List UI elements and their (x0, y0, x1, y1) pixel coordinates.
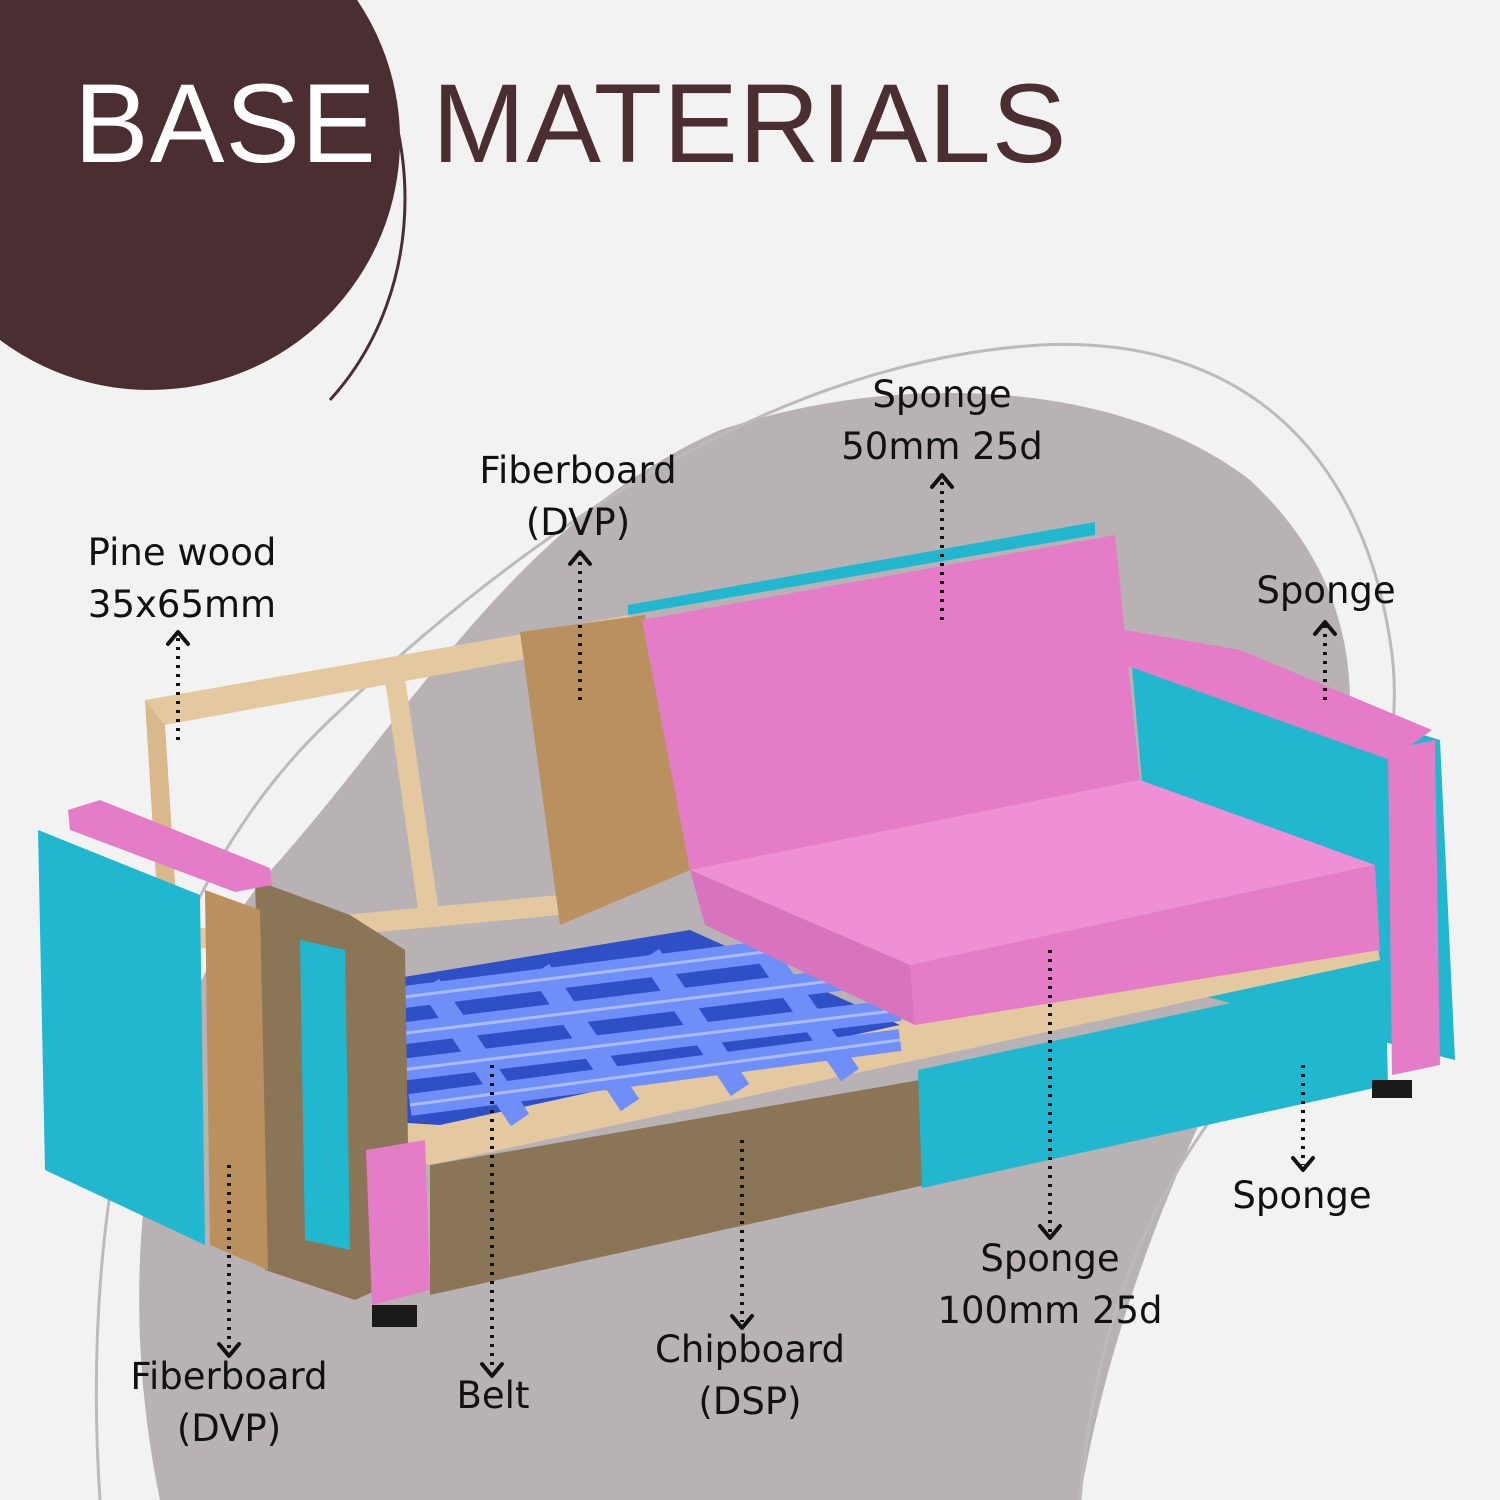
foot-right (1372, 1080, 1412, 1098)
label-sponge-back: Sponge 50mm 25d (841, 369, 1043, 473)
arrowhead-sponge-seat (1038, 1224, 1062, 1240)
label-sponge-arm: Sponge (1256, 565, 1395, 617)
sponge-right-arm-top (1125, 630, 1432, 760)
label-pine-wood-line2: 35x65mm (87, 583, 277, 626)
sponge-left-arm-inner (300, 940, 350, 1250)
label-chipboard: Chipboard (DSP) (655, 1324, 845, 1428)
label-chipboard-line1: Chipboard (655, 1328, 845, 1371)
sponge-back-cushion (642, 535, 1140, 870)
sponge-seat-front-face (910, 865, 1380, 1025)
arrowhead-pine-wood (166, 630, 190, 646)
sponge-seat-front (690, 870, 915, 1025)
sponge-right-arm-front (1388, 740, 1440, 1075)
title-word-materials: MATERIALS (432, 61, 1068, 186)
label-chipboard-line2: (DSP) (698, 1380, 802, 1423)
fiberboard-back-panel (520, 615, 690, 925)
label-sponge-back-line2: 50mm 25d (841, 425, 1043, 468)
brand-circle-outline (328, 0, 407, 402)
label-fiberboard-side-line1: Fiberboard (130, 1355, 328, 1398)
arrowhead-fiberboard-back (568, 550, 592, 566)
sponge-left-arm-top (68, 800, 272, 892)
label-pine-wood-line1: Pine wood (87, 531, 277, 574)
label-fiberboard-side: Fiberboard (DVP) (130, 1351, 327, 1455)
fiberboard-left-arm (205, 890, 268, 1270)
pointer-arrows (176, 478, 1327, 1370)
foot-left (372, 1305, 417, 1327)
label-sponge-side: Sponge (1232, 1170, 1371, 1222)
label-fiberboard-back-line1: Fiberboard (479, 449, 677, 492)
label-belt-line1: Belt (456, 1374, 530, 1417)
label-fiberboard-back-line2: (DVP) (525, 501, 631, 544)
chipboard-front-panel (430, 1080, 925, 1295)
label-sponge-seat-line1: Sponge (980, 1237, 1120, 1280)
label-sponge-back-line1: Sponge (872, 373, 1012, 416)
sponge-seat-top (690, 780, 1375, 965)
sponge-left-front-post (366, 1140, 430, 1305)
arrowhead-sponge-side (1291, 1156, 1315, 1172)
arrowhead-belt (480, 1362, 504, 1378)
label-sponge-side-line1: Sponge (1232, 1174, 1372, 1217)
sponge-left-arm-outer (38, 830, 205, 1245)
title-word-base: BASE (74, 61, 377, 186)
sponge-front-panel (918, 970, 1388, 1188)
label-pine-wood: Pine wood 35x65mm (88, 527, 277, 631)
arrowhead-sponge-back (930, 473, 954, 489)
arrowhead-chipboard (730, 1314, 754, 1330)
label-sponge-seat: Sponge 100mm 25d (937, 1233, 1162, 1337)
label-sponge-arm-line1: Sponge (1256, 569, 1396, 612)
label-fiberboard-side-line2: (DVP) (176, 1407, 282, 1450)
arrowhead-sponge-arm (1313, 620, 1337, 636)
label-belt: Belt (457, 1370, 530, 1422)
background-outline (94, 342, 1396, 1500)
brand-circle (0, 0, 400, 390)
sponge-back-top-strip (628, 522, 1095, 615)
label-fiberboard-back: Fiberboard (DVP) (479, 445, 676, 549)
label-sponge-seat-line2: 100mm 25d (937, 1289, 1163, 1332)
arrowhead-fiberboard-side (217, 1342, 241, 1358)
arrowheads (166, 473, 1337, 1378)
